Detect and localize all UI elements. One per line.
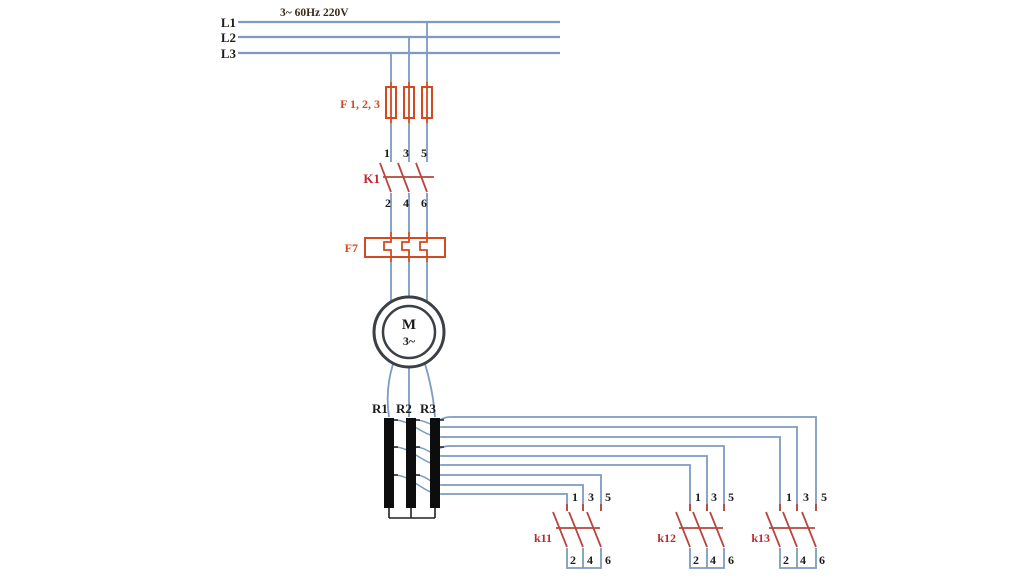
motor-inner-circle [381, 304, 437, 360]
k13-terminal-6: 6 [819, 553, 825, 567]
fuse-1-body [385, 86, 397, 119]
k12-bottom-link [689, 548, 725, 569]
motor-to-resistor-wires [386, 363, 436, 418]
fuse-3-body [421, 86, 433, 119]
wiring-blue [238, 20, 817, 569]
supply-rails [238, 20, 560, 55]
k13-terminal-5: 5 [821, 490, 827, 504]
title-group: 3~ 60Hz 220V [280, 7, 349, 19]
k12-terminal-1: 1 [695, 490, 701, 504]
k11-terminal-6: 6 [605, 553, 611, 567]
k12-terminal-6: 6 [728, 553, 734, 567]
resistor-r2-label: R2 [396, 401, 412, 416]
f7-to-motor-wires [390, 262, 428, 303]
supply-line-l2-label: L2 [221, 30, 236, 45]
feeder-drops [390, 22, 428, 82]
resistor-r1-label: R1 [372, 401, 388, 416]
k1-contact-blades [379, 162, 434, 193]
k12-terminal-4: 4 [710, 553, 716, 567]
k11-terminal-stubs [566, 504, 602, 511]
orange-labels: F 1, 2, 3 F7 [340, 97, 380, 255]
k1-terminal-3: 3 [403, 146, 409, 160]
k11-bottom-link [566, 548, 602, 569]
k11-terminal-3: 3 [588, 490, 594, 504]
k1-terminal-1: 1 [384, 146, 390, 160]
k1-to-f7-wires [390, 193, 428, 232]
k1-terminal-2: 2 [385, 196, 391, 210]
k13-terminal-stubs [779, 504, 817, 511]
k11-terminal-4: 4 [587, 553, 593, 567]
tap-lines-to-k12 [439, 445, 725, 511]
k13-terminal-2: 2 [783, 553, 789, 567]
fuse-group-label: F 1, 2, 3 [340, 97, 380, 111]
k1-label: K1 [363, 171, 380, 186]
red-labels: K1 k11 k12 k13 [363, 171, 770, 545]
fuse-to-k1-wires [390, 123, 428, 162]
k12-terminal-stubs [689, 504, 725, 511]
k12-terminal-2: 2 [693, 553, 699, 567]
k12-contact-blades [675, 511, 725, 548]
fuse-wires [390, 82, 428, 123]
black-labels: L1 L2 L3 1 3 5 2 4 6 M 3~ R1 R2 R3 1 3 5… [221, 15, 827, 567]
overload-heater-elements [383, 232, 428, 262]
k11-terminal-1: 1 [572, 490, 578, 504]
overload-f7-label: F7 [345, 241, 358, 255]
resistor-r3-bar [430, 418, 440, 508]
k13-terminal-1: 1 [786, 490, 792, 504]
k1-terminal-4: 4 [403, 196, 409, 210]
resistor-connections [388, 419, 444, 519]
resistor-tap-curves [393, 419, 442, 495]
overload-f7-body [364, 237, 446, 258]
k12-terminal-5: 5 [728, 490, 734, 504]
orange-components [364, 82, 446, 262]
resistor-r2-bar [406, 418, 416, 508]
motor-phase: 3~ [403, 334, 416, 348]
supply-line-l3-label: L3 [221, 46, 237, 61]
k12-terminal-3: 3 [711, 490, 717, 504]
resistor-bank [384, 418, 440, 508]
tap-lines-to-k13 [439, 416, 817, 511]
k13-bottom-link [779, 548, 817, 569]
supply-line-l1-label: L1 [221, 15, 236, 30]
fuse-2-body [403, 86, 415, 119]
k1-terminal-5: 5 [421, 146, 427, 160]
resistor-star-link [388, 508, 436, 519]
motor-symbol [372, 295, 446, 369]
k11-terminal-5: 5 [605, 490, 611, 504]
k1-terminal-6: 6 [421, 196, 427, 210]
k11-terminal-2: 2 [570, 553, 576, 567]
k13-contact-blades [765, 511, 817, 548]
k12-label: k12 [657, 531, 676, 545]
supply-rating-title: 3~ 60Hz 220V [280, 7, 349, 19]
k13-label: k13 [751, 531, 770, 545]
k11-contact-blades [552, 511, 602, 548]
resistor-r1-bar [384, 418, 394, 508]
k11-label: k11 [534, 531, 552, 545]
motor-letter: M [402, 317, 416, 333]
motor-outer-circle [372, 295, 446, 369]
contact-symbols [379, 162, 817, 548]
resistor-r3-label: R3 [420, 401, 436, 416]
resistor-tap-ticks [394, 419, 444, 476]
k13-terminal-4: 4 [800, 553, 806, 567]
k13-terminal-3: 3 [803, 490, 809, 504]
